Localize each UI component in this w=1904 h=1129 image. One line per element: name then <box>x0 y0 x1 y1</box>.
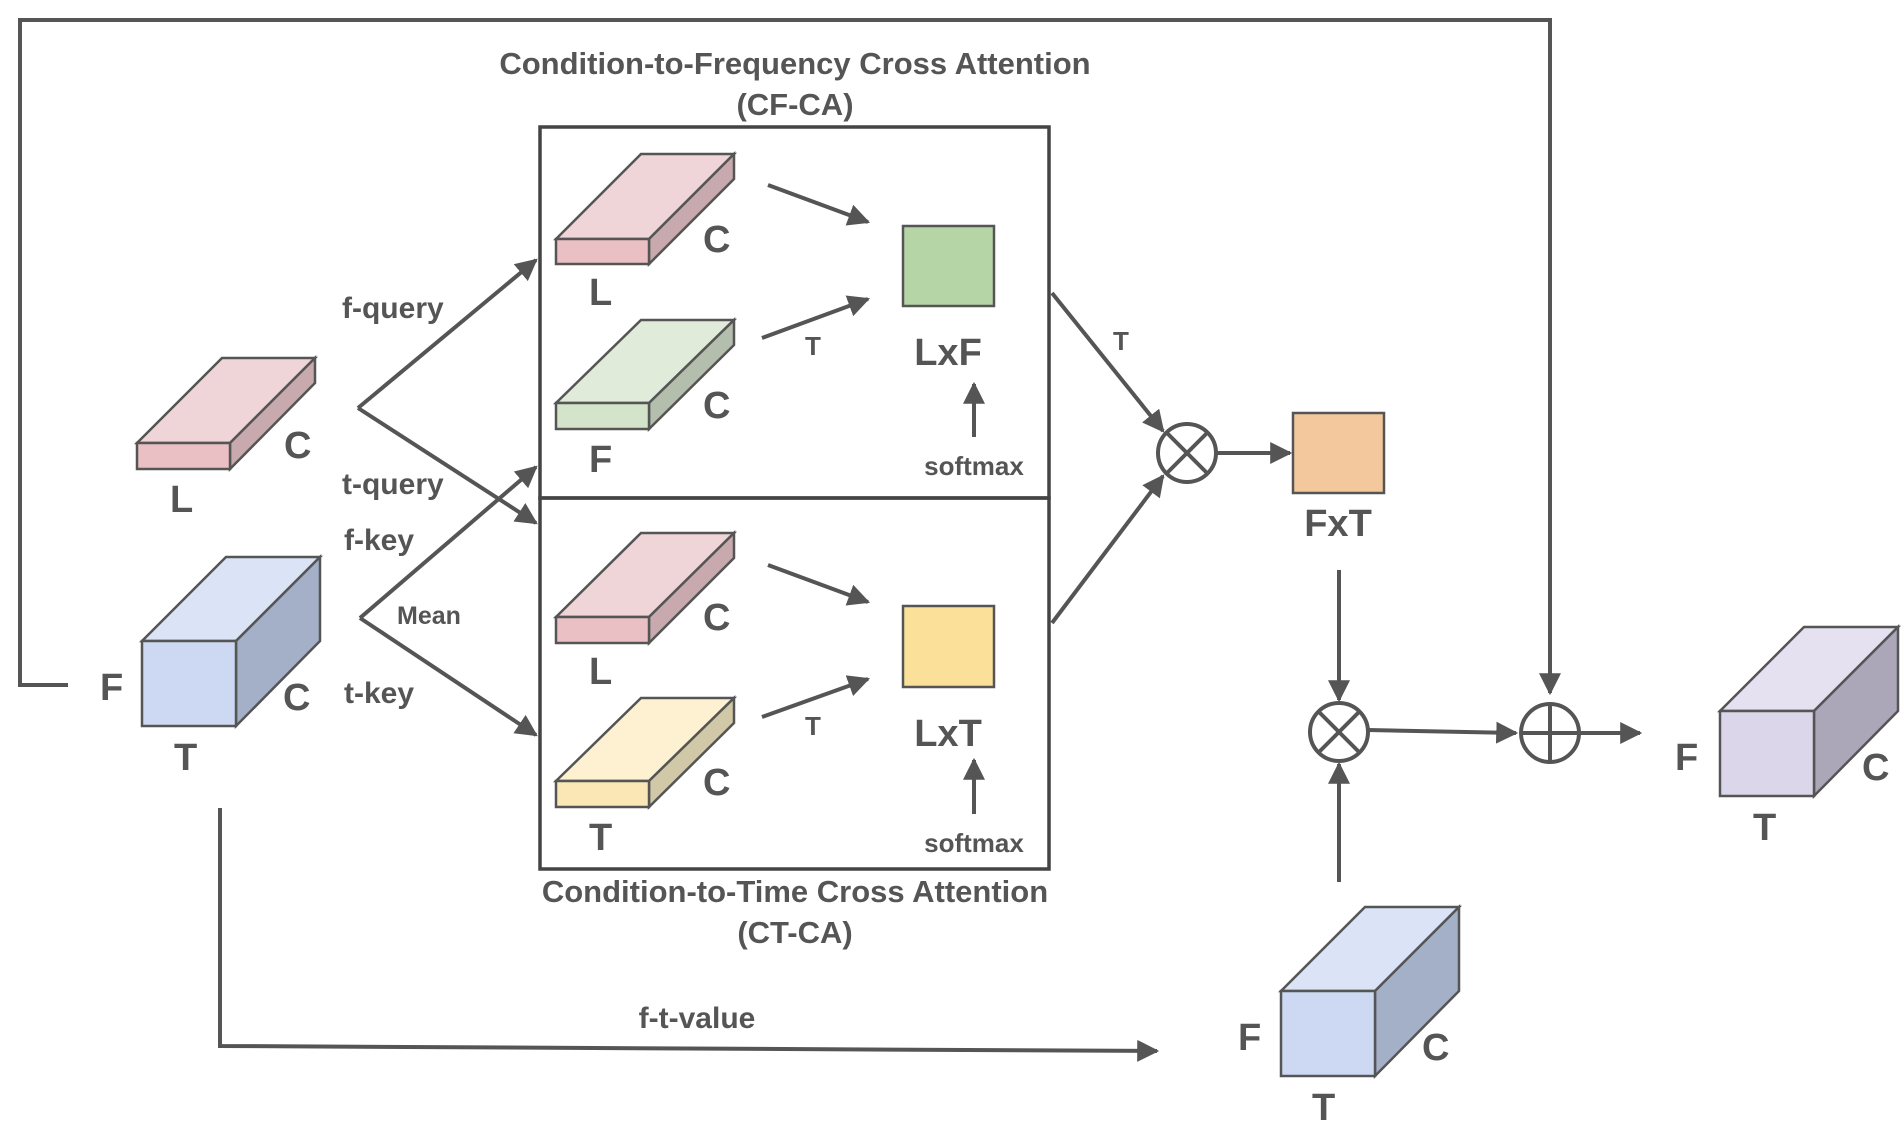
cf-query-tensor <box>552 150 738 268</box>
output-time-label: T <box>1753 807 1776 849</box>
cf-transpose-label: T <box>805 331 821 361</box>
t-key-arrow <box>358 616 538 737</box>
fused-map-label: FxT <box>1304 503 1372 545</box>
residual-path <box>18 18 1561 696</box>
f-query-label: f-query <box>342 292 444 325</box>
value-freq-label: F <box>1238 1017 1261 1059</box>
condition-length-label: L <box>170 479 193 521</box>
ct-ca-title: Condition-to-Time Cross Attention <box>542 874 1048 909</box>
ct-key-depth-label: C <box>703 762 730 804</box>
input-freq-label: F <box>100 667 123 709</box>
ct-attention-map <box>901 604 996 689</box>
ct-ca-box <box>538 496 1051 871</box>
cf-key-tensor <box>552 317 738 432</box>
cf-out-transpose-label: T <box>1113 326 1129 356</box>
cf-key-to-map-arrow <box>761 295 871 340</box>
cf-softmax-label: softmax <box>924 451 1024 481</box>
cf-query-length-label: L <box>589 272 612 314</box>
output-freq-label: F <box>1675 737 1698 779</box>
output-depth-label: C <box>1862 747 1889 789</box>
cf-ca-abbr: (CF-CA) <box>736 87 853 122</box>
input-tensor <box>138 553 324 730</box>
ct-query-tensor <box>552 530 738 647</box>
query-branch-arrow <box>356 258 538 410</box>
cf-map-label: LxF <box>914 332 982 374</box>
cf-key-length-label: F <box>589 439 612 481</box>
cf-key-depth-label: C <box>703 385 730 427</box>
ct-softmax-label: softmax <box>924 828 1024 858</box>
cf-map-to-multiply-arrow <box>1050 291 1165 433</box>
ct-key-to-map-arrow <box>761 675 871 719</box>
f-key-label: f-key <box>344 524 414 557</box>
value-label: f-t-value <box>639 1002 756 1035</box>
condition-depth-label: C <box>284 425 311 467</box>
fused-attention-map <box>1291 411 1386 495</box>
multiply-op-1 <box>1156 422 1218 484</box>
condition-tensor <box>133 354 319 473</box>
value-depth-label: C <box>1422 1027 1449 1069</box>
output-tensor <box>1716 623 1902 800</box>
value-path-arrow <box>218 808 1160 1062</box>
input-depth-label: C <box>283 677 310 719</box>
ct-key-length-label: T <box>589 817 612 859</box>
t-key-label: t-key <box>344 677 414 710</box>
cf-attention-map <box>901 224 996 308</box>
multiply-to-add-arrow <box>1367 721 1519 744</box>
ct-transpose-label: T <box>805 711 821 741</box>
f-key-arrow <box>358 465 538 620</box>
t-query-arrow <box>356 406 538 525</box>
ct-map-label: LxT <box>914 713 982 755</box>
value-tensor <box>1277 903 1463 1080</box>
multiply-op-2 <box>1308 701 1370 763</box>
ct-query-length-label: L <box>589 651 612 693</box>
cf-query-to-map-arrow <box>767 183 871 226</box>
mean-label: Mean <box>397 602 461 630</box>
ct-ca-abbr: (CT-CA) <box>737 915 852 950</box>
cf-query-depth-label: C <box>703 219 730 261</box>
cf-ca-title: Condition-to-Frequency Cross Attention <box>499 46 1090 81</box>
ct-map-to-multiply-arrow <box>1050 474 1165 625</box>
add-op <box>1519 702 1581 764</box>
ct-query-to-map-arrow <box>767 563 871 606</box>
ct-query-depth-label: C <box>703 597 730 639</box>
ct-key-tensor <box>552 695 738 810</box>
input-time-label: T <box>174 737 197 779</box>
value-time-label: T <box>1312 1087 1335 1124</box>
t-query-label: t-query <box>342 468 444 501</box>
